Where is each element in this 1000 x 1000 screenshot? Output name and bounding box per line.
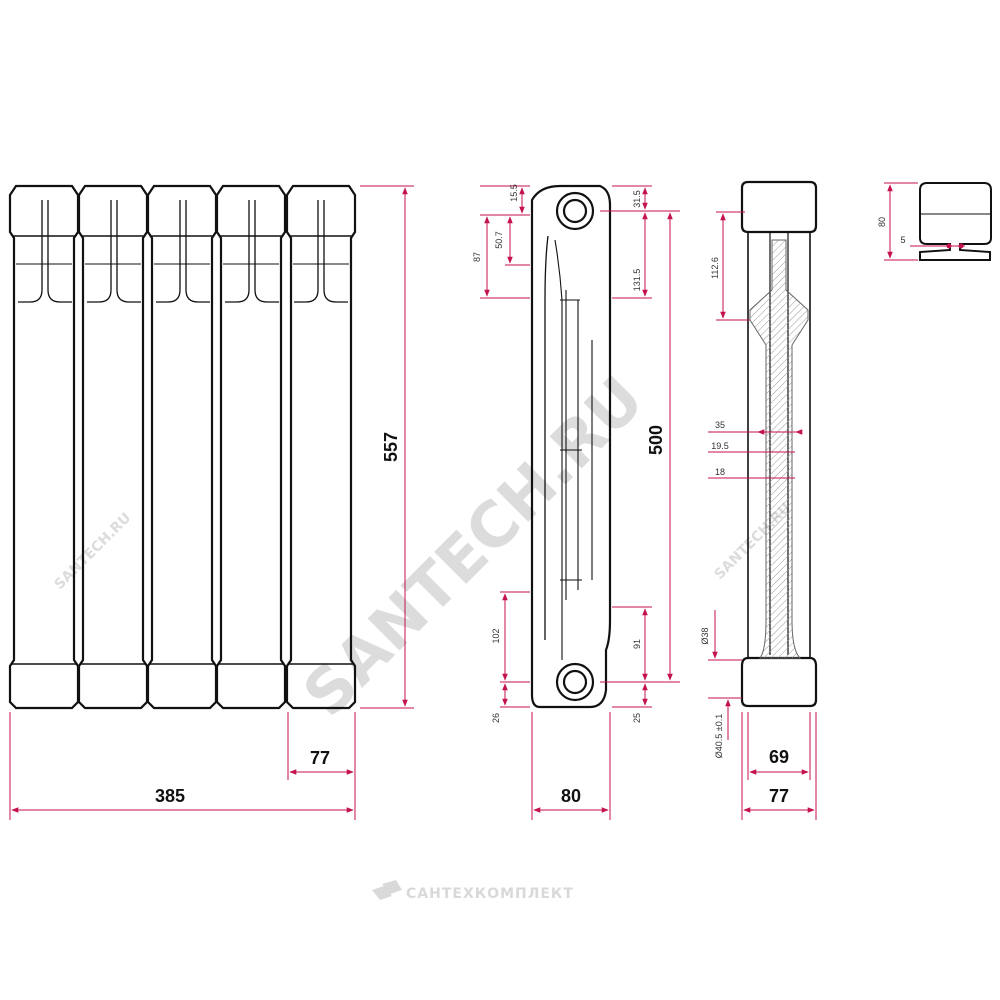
dim-detail-5: 5 (900, 235, 905, 245)
detail-view: 80 5 (877, 182, 992, 261)
radiator-section-4 (215, 184, 287, 710)
brand-footer: САНТЕХКОМПЛЕКТ (372, 880, 574, 902)
dim-102: 102 (491, 628, 501, 643)
side-dimensions (480, 185, 680, 820)
radiator-section-3 (146, 184, 218, 710)
dim-87: 87 (472, 252, 482, 262)
dim-side-depth: 80 (561, 786, 581, 806)
dim-section-width: 77 (310, 748, 330, 768)
dim-18: 18 (715, 467, 725, 477)
side-view: 80 500 15.5 50.7 87 31.5 131.5 102 26 91… (472, 184, 680, 820)
section-view: 112.6 35 19.5 18 Ø38 Ø40.5 ±0.1 69 77 (700, 180, 818, 820)
dim-35: 35 (715, 420, 725, 430)
radiator-section-5 (285, 184, 357, 710)
dim-50-7: 50.7 (494, 231, 504, 249)
detail-marker-left (946, 243, 952, 249)
dim-overall-height: 557 (381, 432, 401, 462)
detail-profile (919, 182, 992, 261)
dim-31-5: 31.5 (632, 190, 642, 208)
watermark-main: SANTECH.RU (289, 362, 658, 731)
dim-inner-width: 69 (769, 747, 789, 767)
dim-outer-width: 77 (769, 786, 789, 806)
side-profile (530, 184, 612, 709)
dim-overall-width: 385 (155, 786, 185, 806)
dim-112-6: 112.6 (710, 257, 720, 279)
dim-25: 25 (632, 713, 642, 723)
watermark-layer: SANTECH.RU SANTECH.RU SANTECH.RU (52, 362, 795, 731)
dim-131-5: 131.5 (632, 269, 642, 292)
front-view: 385 77 557 (8, 184, 414, 820)
dim-91: 91 (632, 639, 642, 649)
santehkomplekt-logo-icon (372, 880, 402, 900)
dim-axis-distance: 500 (646, 425, 666, 455)
dim-26: 26 (491, 713, 501, 723)
detail-marker-right (958, 243, 964, 249)
radiator-section-1 (8, 184, 80, 710)
watermark-small-left: SANTECH.RU (52, 510, 135, 593)
section-dimensions (708, 211, 817, 820)
dim-bore-40-5: Ø40.5 ±0.1 (714, 714, 724, 758)
dim-15-5: 15.5 (509, 184, 519, 202)
dim-bore-38: Ø38 (700, 627, 710, 644)
brand-name: САНТЕХКОМПЛЕКТ (406, 886, 574, 902)
dim-19-5: 19.5 (711, 441, 729, 451)
detail-dimensions (884, 182, 965, 261)
section-hatched-core (749, 239, 809, 659)
front-dimensions (9, 185, 414, 820)
radiator-section-2 (77, 184, 149, 710)
dim-detail-80: 80 (877, 217, 887, 227)
